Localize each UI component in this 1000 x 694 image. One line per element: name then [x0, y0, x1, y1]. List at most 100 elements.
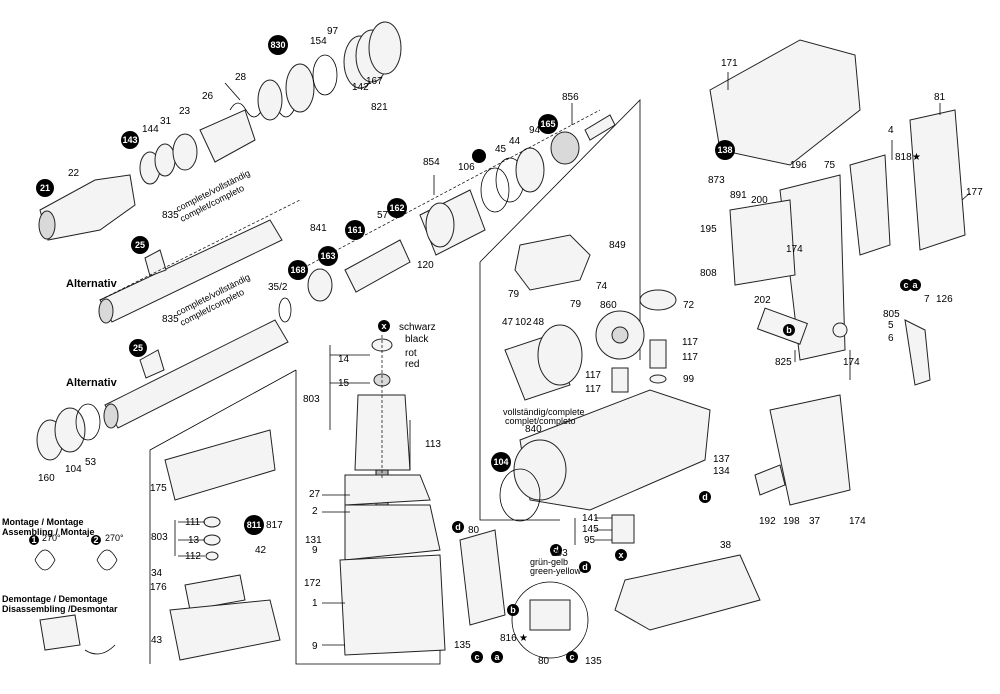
- circled-163-text: 163: [320, 251, 335, 261]
- circled-811-text: 811: [247, 520, 262, 530]
- label-53: 53: [85, 457, 97, 468]
- circled-163: [318, 246, 338, 266]
- label-94: 94: [529, 125, 541, 136]
- label-856: 856: [562, 92, 579, 103]
- ring-830b: [285, 63, 315, 113]
- label-167: 167: [366, 76, 383, 87]
- circled-165: [538, 114, 558, 134]
- marker-a-2: a: [494, 652, 500, 662]
- demontage-arrow: [84, 644, 116, 655]
- tool-holder-group: [38, 21, 402, 241]
- label-177: 177: [966, 187, 983, 198]
- complete-text-3a: vollständig/complete: [503, 407, 585, 417]
- part-840-body: [519, 389, 711, 511]
- step-2-number: 2: [93, 535, 98, 545]
- circled-21: [36, 179, 54, 197]
- label-808: 808: [700, 268, 717, 279]
- circled-104: [491, 452, 511, 472]
- part-80-switch: [459, 529, 506, 626]
- label-198: 198: [783, 516, 800, 527]
- label-81: 81: [934, 92, 946, 103]
- part-175-bracket: [164, 429, 276, 501]
- label-79-a: 79: [508, 289, 520, 300]
- label-23: 23: [179, 106, 191, 117]
- circled-138-text: 138: [717, 145, 732, 155]
- part-6-cable: [904, 319, 931, 386]
- label-34: 34: [151, 568, 163, 579]
- part-22-front: [38, 210, 56, 240]
- circled-104-text: 104: [493, 457, 508, 467]
- part-81-handle-cover: [909, 109, 966, 251]
- label-195: 195: [700, 224, 717, 235]
- label-117-d: 117: [585, 384, 601, 395]
- label-15: 15: [338, 378, 350, 389]
- label-117-a: 117: [682, 337, 698, 348]
- circled-162: [387, 198, 407, 218]
- label-145: 145: [582, 524, 599, 535]
- wire-rot: rot: [405, 348, 417, 359]
- shaft-group-2: [103, 297, 292, 429]
- part-45-ball: [472, 149, 486, 163]
- label-120: 120: [417, 260, 434, 271]
- star-816: ★: [519, 633, 528, 644]
- label-175: 175: [150, 483, 167, 494]
- label-80-b: 80: [538, 656, 550, 667]
- label-891: 891: [730, 190, 747, 201]
- circled-161: [345, 220, 365, 240]
- shaft-b-end: [103, 403, 119, 429]
- circled-161-text: 161: [347, 225, 362, 235]
- circled-162-text: 162: [389, 203, 404, 213]
- motor-group: [339, 338, 446, 656]
- label-9-b: 9: [312, 641, 318, 652]
- label-97: 97: [327, 26, 339, 37]
- part-1-housing: [339, 554, 446, 656]
- wire-schwarz: schwarz: [399, 322, 436, 333]
- label-803-c: 803: [551, 548, 568, 559]
- label-9-a: 9: [312, 545, 318, 556]
- marker-d-3: d: [553, 545, 559, 555]
- label-135-a: 135: [454, 640, 471, 651]
- step-1-circle: [29, 535, 39, 545]
- part-53: [75, 403, 101, 441]
- label-202: 202: [754, 295, 771, 306]
- part-825-rod: [756, 307, 809, 345]
- part-117-bearings: [649, 339, 667, 369]
- label-14: 14: [338, 354, 350, 365]
- part-841: [307, 268, 333, 302]
- part-31: [154, 143, 176, 177]
- label-79-b: 79: [570, 299, 582, 310]
- part-2-stator: [344, 504, 441, 561]
- part-number-labels: 171 873 81 4 818 ★ 177 196 75 891 200 19…: [38, 26, 983, 667]
- label-860: 860: [600, 300, 617, 311]
- circled-25b-text: 25: [133, 343, 143, 353]
- marker-x-2: x: [618, 550, 623, 560]
- label-106: 106: [458, 162, 475, 173]
- alternativ-label-2: Alternativ: [66, 377, 118, 389]
- label-174-a: 174: [786, 244, 803, 255]
- label-835-a: 835: [162, 210, 179, 221]
- label-825: 825: [775, 357, 792, 368]
- part-174-knob: [832, 322, 848, 338]
- label-192: 192: [759, 516, 776, 527]
- label-174-b: 174: [843, 357, 860, 368]
- label-171: 171: [721, 58, 738, 69]
- circled-811: [244, 515, 264, 535]
- label-172: 172: [304, 578, 321, 589]
- gear-frame: [479, 262, 560, 521]
- leader-lines: [174, 72, 971, 646]
- label-95: 95: [584, 535, 596, 546]
- part-120: [425, 202, 455, 248]
- label-57: 57: [377, 210, 389, 221]
- part-117-bearings-b: [611, 367, 629, 393]
- label-854: 854: [423, 157, 440, 168]
- label-141: 141: [582, 513, 599, 524]
- step-1-number: 1: [31, 535, 36, 545]
- lower-left-group: [164, 429, 281, 661]
- motor-frame-left: [149, 369, 297, 664]
- label-111: 111: [185, 517, 201, 528]
- montage-ring-2: [96, 549, 118, 571]
- circled-165-text: 165: [540, 119, 555, 129]
- label-200: 200: [751, 195, 768, 206]
